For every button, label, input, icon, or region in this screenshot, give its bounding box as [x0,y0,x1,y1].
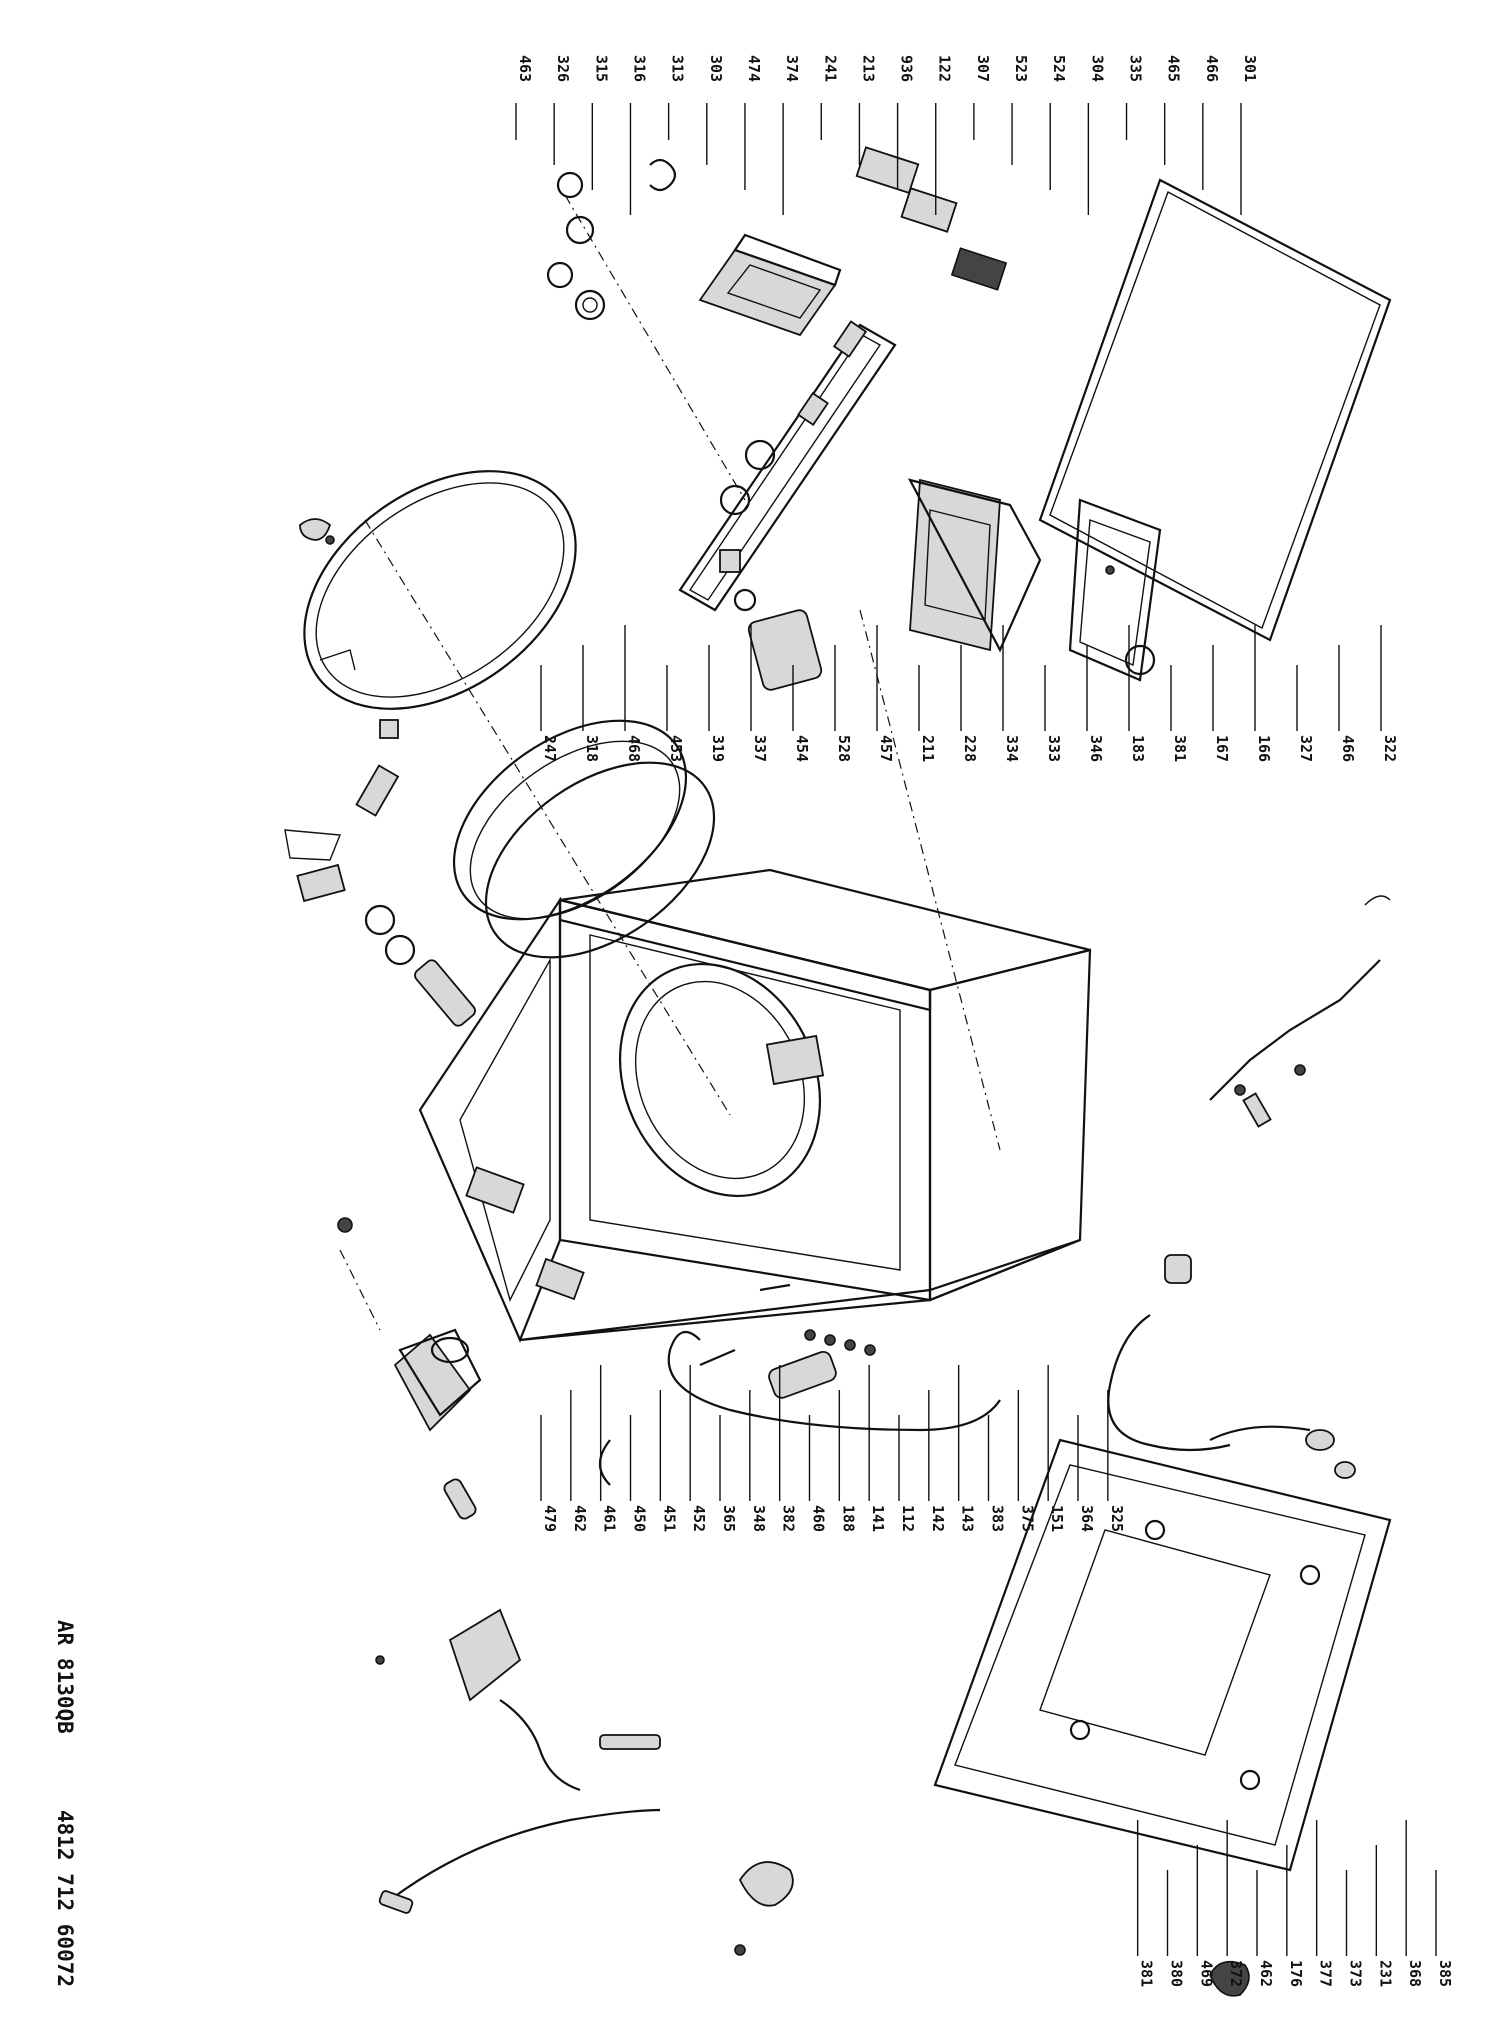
part-label-middle: 167 [1213,735,1231,762]
part-label-middle: 337 [751,735,769,762]
cabinet-body [418,868,1092,1399]
part-label-bottom: 143 [959,1505,977,1532]
part-label-middle: 318 [583,735,601,762]
top-cover-panel [1038,178,1392,642]
part-label-bottom: 325 [1108,1505,1126,1532]
part-label-top: 303 [707,55,725,82]
part-label-middle: 457 [877,735,895,762]
control-panel [678,320,897,612]
part-label-bottom: 462 [571,1505,589,1532]
part-label-top: 122 [936,55,954,82]
part-label-top: 326 [554,55,572,82]
part-label-middle: 528 [835,735,853,762]
detergent-box [907,478,1042,653]
part-label-bottom: 377 [1317,1960,1335,1987]
part-label-top: 374 [783,55,801,82]
part-label-middle: 247 [541,735,559,762]
part-label-bottom: 382 [780,1505,798,1532]
part-label-bottom: 381 [1138,1960,1156,1987]
part-label-bottom: 373 [1347,1960,1365,1987]
part-label-middle: 468 [625,735,643,762]
part-label-middle: 322 [1381,735,1399,762]
part-label-top: 465 [1165,55,1183,82]
inlet-hoses [1107,1254,1356,1479]
part-labels: 463 326 315 316 313 303 474 374 241 213 936 122 307 5… [516,55,1454,1987]
part-label-bottom: 188 [839,1505,857,1532]
part-label-bottom: 375 [1018,1505,1036,1532]
foot-part [1209,1960,1250,1997]
part-label-top: 304 [1088,55,1106,82]
part-label-middle: 381 [1171,735,1189,762]
lower-pump-hoses [375,1439,794,1956]
part-label-bottom: 385 [1436,1960,1454,1987]
part-label-bottom: 176 [1287,1960,1305,1987]
part-label-bottom: 479 [541,1505,559,1532]
part-label-middle: 228 [961,735,979,762]
part-label-bottom: 450 [631,1505,649,1532]
part-label-middle: 327 [1297,735,1315,762]
part-label-top: 307 [974,55,992,82]
part-label-bottom: 151 [1048,1505,1066,1532]
part-label-top: 335 [1127,55,1145,82]
drain-pump [337,1217,482,1432]
part-label-middle: 333 [1045,735,1063,762]
base-plate [933,1438,1392,1872]
part-label-bottom: 365 [720,1505,738,1532]
part-label-top: 241 [821,55,839,82]
part-label-bottom: 469 [1197,1960,1215,1987]
part-label-top: 315 [592,55,610,82]
part-label-bottom: 364 [1078,1505,1096,1532]
valve-assembly [1068,498,1162,682]
heater-assembly [284,829,476,1027]
part-label-bottom: 372 [1227,1960,1245,1987]
part-label-middle: 166 [1255,735,1273,762]
part-label-bottom: 141 [869,1505,887,1532]
part-label-top: 474 [745,55,763,82]
part-label-top: 313 [669,55,687,82]
small-top-parts [546,146,1008,321]
door-gasket-ring [303,470,577,710]
part-label-top: 301 [1241,55,1259,82]
part-label-bottom: 460 [810,1505,828,1532]
leader-lines [515,103,1437,1956]
part-label-bottom: 380 [1168,1960,1186,1987]
part-label-bottom: 461 [601,1505,619,1532]
part-label-bottom: 112 [899,1505,917,1532]
part-label-bottom: 452 [690,1505,708,1532]
drum-front-ring [452,719,716,959]
power-cord [667,1330,1001,1432]
part-label-top: 316 [630,55,648,82]
part-label-middle: 453 [667,735,685,762]
document-code: AR 8130QB [53,1620,77,1734]
part-label-bottom: 383 [989,1505,1007,1532]
part-label-top: 466 [1203,55,1221,82]
part-label-bottom: 231 [1376,1960,1394,1987]
part-label-top: 463 [516,55,534,82]
part-label-bottom: 368 [1406,1960,1424,1987]
motor-unit [733,588,823,691]
part-label-bottom: 451 [660,1505,678,1532]
part-label-top: 523 [1012,55,1030,82]
part-label-top: 213 [859,55,877,82]
part-label-middle: 319 [709,735,727,762]
part-label-middle: 334 [1003,735,1021,762]
part-label-middle: 346 [1087,735,1105,762]
assembly-axes [339,194,1001,1331]
part-label-bottom: 348 [750,1505,768,1532]
part-label-bottom: 462 [1257,1960,1275,1987]
part-label-middle: 466 [1339,735,1357,762]
part-label-middle: 454 [793,735,811,762]
hinge-parts [299,518,400,817]
part-label-bottom: 142 [929,1505,947,1532]
part-label-middle: 211 [919,735,937,762]
dispenser-drawer [698,233,842,337]
part-label-top: 524 [1050,55,1068,82]
part-label-top: 936 [898,55,916,82]
part-number: 4812 712 60072 [53,1810,77,1987]
part-label-middle: 183 [1129,735,1147,762]
pressure-switch-bracket [1209,895,1391,1128]
